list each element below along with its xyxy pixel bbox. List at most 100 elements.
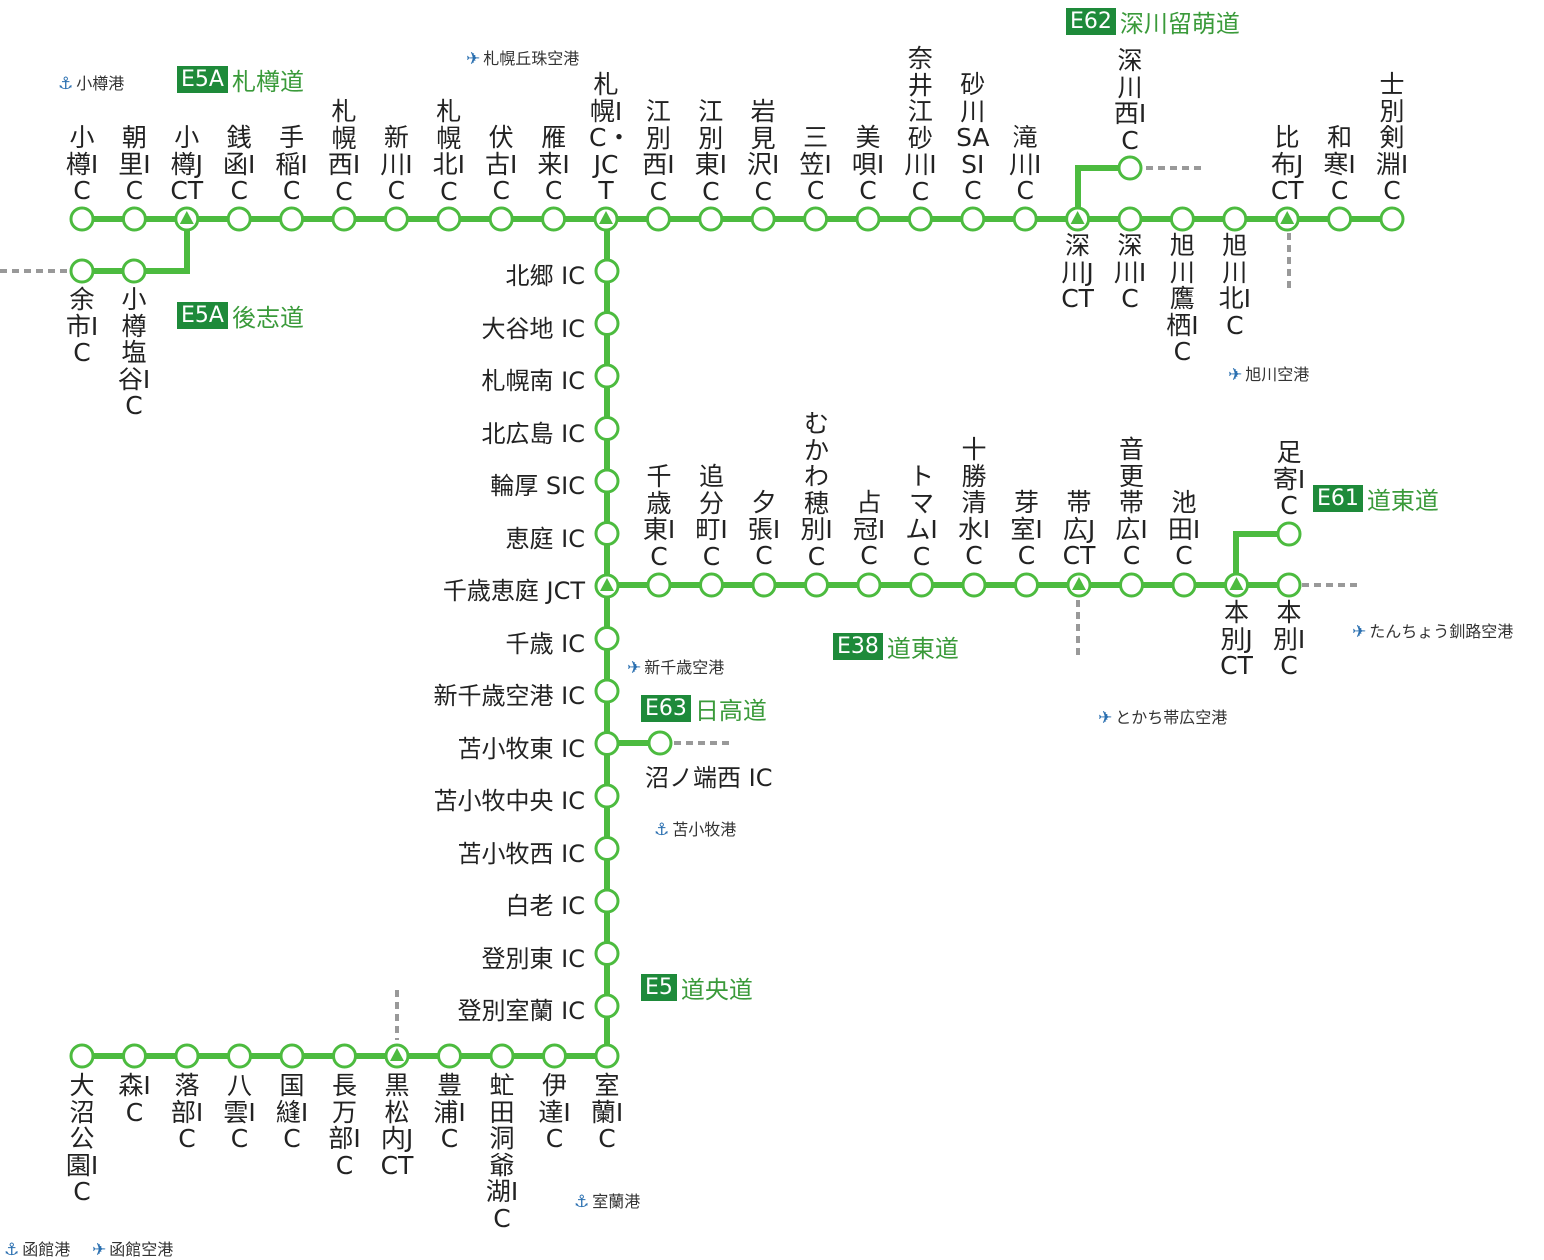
station-node[interactable] [594, 468, 620, 494]
station-label: むかわ穂別IC [800, 409, 833, 571]
station-label: 苫小牧東 IC [457, 734, 585, 763]
airplane-icon: ✈ [1228, 365, 1243, 385]
station-node[interactable] [698, 206, 724, 232]
station-node[interactable] [541, 206, 567, 232]
station-node[interactable] [542, 1043, 567, 1069]
anchor-icon: ⚓ [4, 1240, 20, 1260]
station-node[interactable] [594, 626, 620, 651]
station-node[interactable] [594, 416, 620, 441]
station-node[interactable] [331, 206, 357, 232]
station-label: 落部IC [170, 1071, 204, 1153]
station-node[interactable] [1327, 206, 1353, 232]
station-label: 深川JCT [1061, 231, 1094, 313]
station-node[interactable] [855, 206, 881, 232]
station-node[interactable] [1171, 572, 1197, 598]
station-node[interactable] [856, 572, 882, 598]
station-label: 恵庭 IC [505, 524, 585, 553]
airport-marker: ✈とかち帯広空港 [1098, 704, 1227, 728]
station-node[interactable] [1014, 572, 1039, 598]
station-node[interactable] [594, 521, 620, 546]
station-node[interactable] [907, 206, 933, 232]
station-label: 札幌北IC [432, 97, 465, 206]
station-node[interactable] [279, 1043, 305, 1069]
station-node[interactable] [174, 1043, 200, 1069]
station-node[interactable] [69, 258, 95, 284]
station-label: 本別JCT [1220, 598, 1253, 680]
port-marker: ⚓函館港 [4, 1236, 70, 1260]
station-node[interactable] [437, 1043, 462, 1069]
station-node[interactable] [69, 1043, 95, 1069]
route-name: 深川留萌道 [1119, 10, 1240, 38]
station-node[interactable] [1276, 521, 1302, 547]
station-label: 森IC [118, 1071, 151, 1127]
station-node[interactable] [227, 1043, 252, 1069]
station-node[interactable] [960, 206, 986, 232]
station-node[interactable] [594, 678, 620, 704]
poi-name: 小樽港 [76, 74, 125, 93]
station-node[interactable] [594, 258, 620, 284]
station-node[interactable] [1169, 206, 1195, 232]
station-label: 砂川SASIC [956, 70, 990, 205]
station-node[interactable] [803, 206, 829, 232]
station-label: 国縫IC [275, 1071, 309, 1153]
station-node[interactable] [1117, 155, 1143, 181]
station-label: 新千歳空港 IC [433, 682, 585, 710]
station-label: 千歳恵庭 JCT [442, 577, 585, 605]
station-node[interactable] [594, 888, 620, 914]
station-node[interactable] [121, 258, 147, 284]
station-node[interactable] [1117, 206, 1143, 232]
station-node[interactable] [594, 993, 620, 1019]
station-node[interactable] [594, 731, 620, 756]
poi-name: 苫小牧港 [672, 820, 737, 839]
station-node[interactable] [594, 783, 620, 809]
station-node[interactable] [121, 206, 147, 232]
station-node[interactable] [279, 206, 305, 232]
station-node[interactable] [436, 206, 462, 232]
station-node[interactable] [647, 730, 673, 756]
station-node[interactable] [594, 363, 620, 389]
station-node[interactable] [594, 311, 620, 336]
station-node[interactable] [1222, 206, 1248, 232]
station-node[interactable] [1276, 572, 1302, 598]
station-node[interactable] [489, 1043, 515, 1069]
station-label: 三笠IC [799, 123, 832, 205]
route-code-badge: E63 [641, 695, 691, 722]
station-node[interactable] [594, 941, 620, 966]
airplane-icon: ✈ [92, 1240, 107, 1260]
station-node[interactable] [1379, 206, 1405, 232]
station-node[interactable] [122, 1043, 147, 1069]
station-label: 小樽JCT [170, 123, 204, 205]
airport-marker: ✈旭川空港 [1228, 361, 1309, 385]
station-node[interactable] [594, 836, 620, 861]
station-label: 札幌西IC [327, 97, 361, 206]
station-node[interactable] [961, 572, 987, 598]
station-label: 銭函IC [223, 123, 256, 205]
station-node[interactable] [332, 1043, 357, 1069]
station-node[interactable] [594, 1043, 620, 1069]
station-node[interactable] [383, 206, 409, 232]
station-node[interactable] [645, 206, 671, 232]
station-node[interactable] [1119, 572, 1144, 598]
airplane-icon: ✈ [1098, 708, 1113, 728]
station-node[interactable] [226, 206, 252, 232]
station-node[interactable] [646, 572, 672, 598]
station-node[interactable] [699, 572, 724, 598]
poi-name: たんちょう釧路空港 [1369, 622, 1514, 641]
station-label: 余市IC [65, 285, 99, 367]
station-label: 本別IC [1272, 598, 1306, 680]
poi-name: 函館港 [22, 1240, 71, 1259]
station-node[interactable] [488, 206, 514, 232]
station-label: 黒松内JCT [380, 1071, 414, 1180]
station-node[interactable] [750, 206, 776, 232]
station-node[interactable] [909, 572, 934, 598]
route-name: 後志道 [231, 304, 304, 332]
station-label: 旭川鷹栖IC [1166, 231, 1199, 366]
junction-triangle-icon [1070, 211, 1085, 224]
station-node[interactable] [804, 572, 829, 598]
station-node[interactable] [1012, 206, 1038, 232]
station-node[interactable] [751, 572, 777, 598]
station-node[interactable] [69, 206, 95, 232]
